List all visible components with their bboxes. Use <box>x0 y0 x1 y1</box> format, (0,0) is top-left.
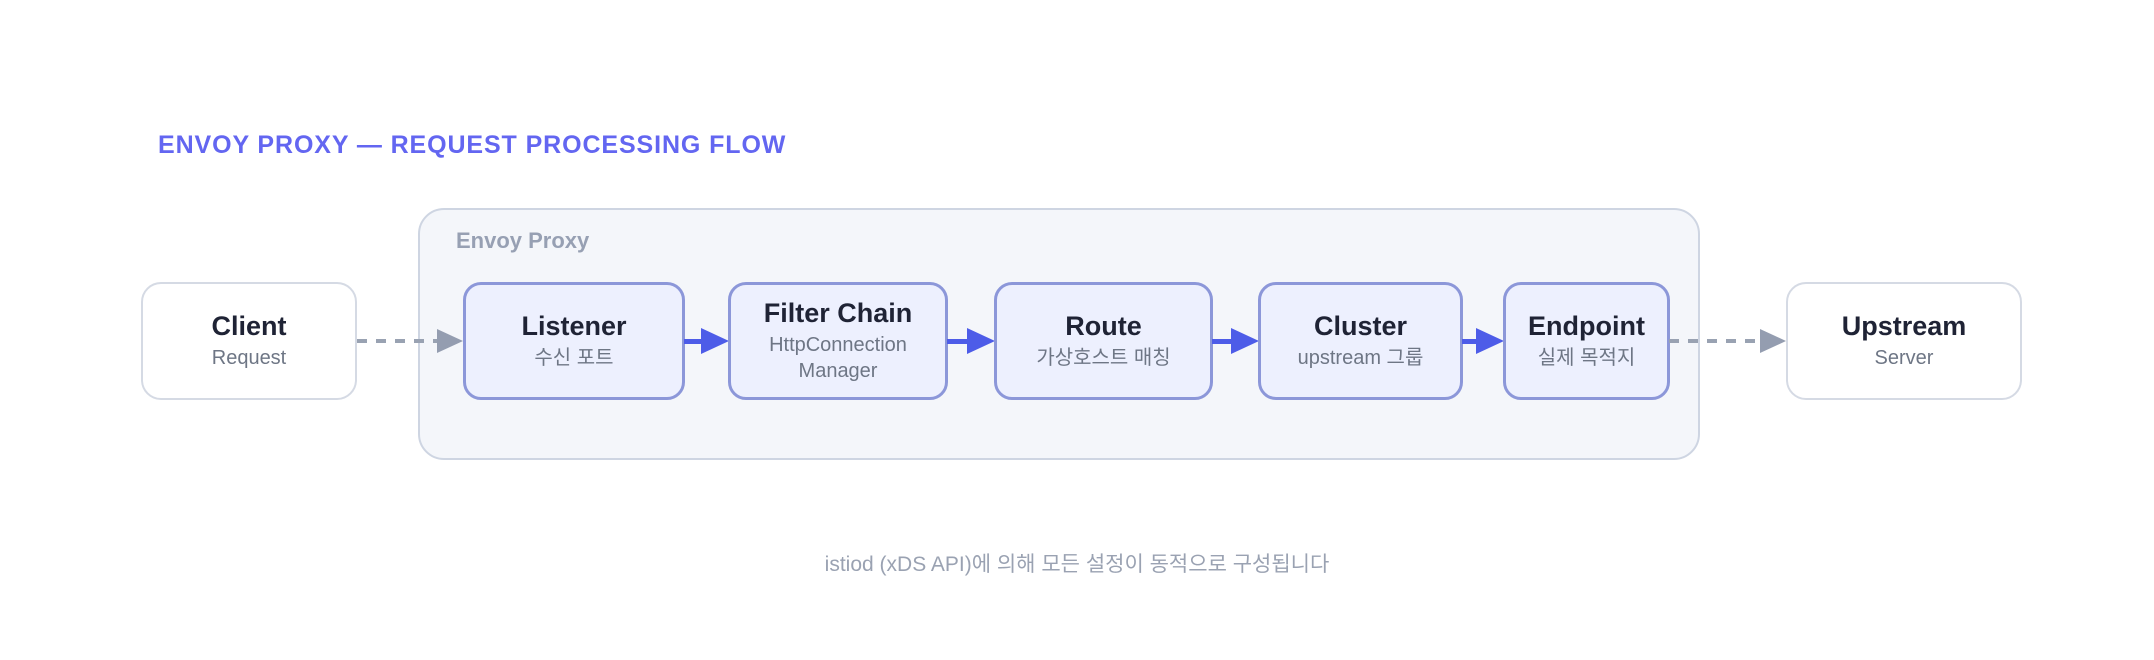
flow-arrow-right-icon <box>684 327 729 355</box>
flow-arrow-head <box>701 328 729 354</box>
node-upstream: Upstream Server <box>1786 282 2022 400</box>
node-client-subtitle: Request <box>211 346 287 369</box>
flow-arrow-shaft <box>684 338 701 344</box>
flow-arrow-head <box>1231 328 1259 354</box>
flow-arrow-shaft <box>947 338 967 344</box>
node-endpoint: Endpoint 실제 목적지 <box>1503 282 1670 400</box>
flow-arrow-right-icon <box>947 327 995 355</box>
node-cluster-title: Cluster <box>1313 310 1408 341</box>
node-cluster: Cluster upstream 그룹 <box>1258 282 1463 400</box>
dashed-arrow-head <box>1760 329 1786 353</box>
node-filter-chain-title: Filter Chain <box>763 297 913 328</box>
flow-arrow-head <box>967 328 995 354</box>
page-title: ENVOY PROXY — REQUEST PROCESSING FLOW <box>158 131 787 159</box>
node-listener: Listener 수신 포트 <box>463 282 685 400</box>
flow-arrow-head <box>1476 328 1504 354</box>
node-upstream-title: Upstream <box>1841 310 1967 341</box>
dashed-arrow-shaft <box>357 339 437 343</box>
flow-arrow-right-icon <box>1212 327 1259 355</box>
dashed-arrow-right-icon <box>1669 327 1786 355</box>
node-listener-subtitle: 수신 포트 <box>534 346 614 369</box>
node-client-title: Client <box>211 310 287 341</box>
node-route-subtitle: 가상호스트 매칭 <box>1036 346 1171 369</box>
flow-arrow-right-icon <box>1462 327 1504 355</box>
node-route: Route 가상호스트 매칭 <box>994 282 1213 400</box>
node-cluster-subtitle: upstream 그룹 <box>1297 346 1424 369</box>
dashed-arrow-head <box>437 329 463 353</box>
node-filter-chain: Filter Chain HttpConnection Manager <box>728 282 948 400</box>
node-listener-title: Listener <box>521 310 627 341</box>
footer-caption: istiod (xDS API)에 의해 모든 설정이 동적으로 구성됩니다 <box>824 553 1330 576</box>
node-endpoint-title: Endpoint <box>1528 310 1645 341</box>
envoy-proxy-label: Envoy Proxy <box>456 228 590 253</box>
flow-arrow-shaft <box>1462 338 1476 344</box>
node-endpoint-subtitle: 실제 목적지 <box>1537 346 1636 369</box>
node-filter-chain-subtitle: HttpConnection Manager <box>769 333 907 382</box>
flow-arrow-shaft <box>1212 338 1231 344</box>
node-route-title: Route <box>1065 310 1142 341</box>
dashed-arrow-shaft <box>1669 339 1760 343</box>
node-client: Client Request <box>141 282 357 400</box>
dashed-arrow-right-icon <box>357 327 463 355</box>
node-upstream-subtitle: Server <box>1874 346 1934 369</box>
